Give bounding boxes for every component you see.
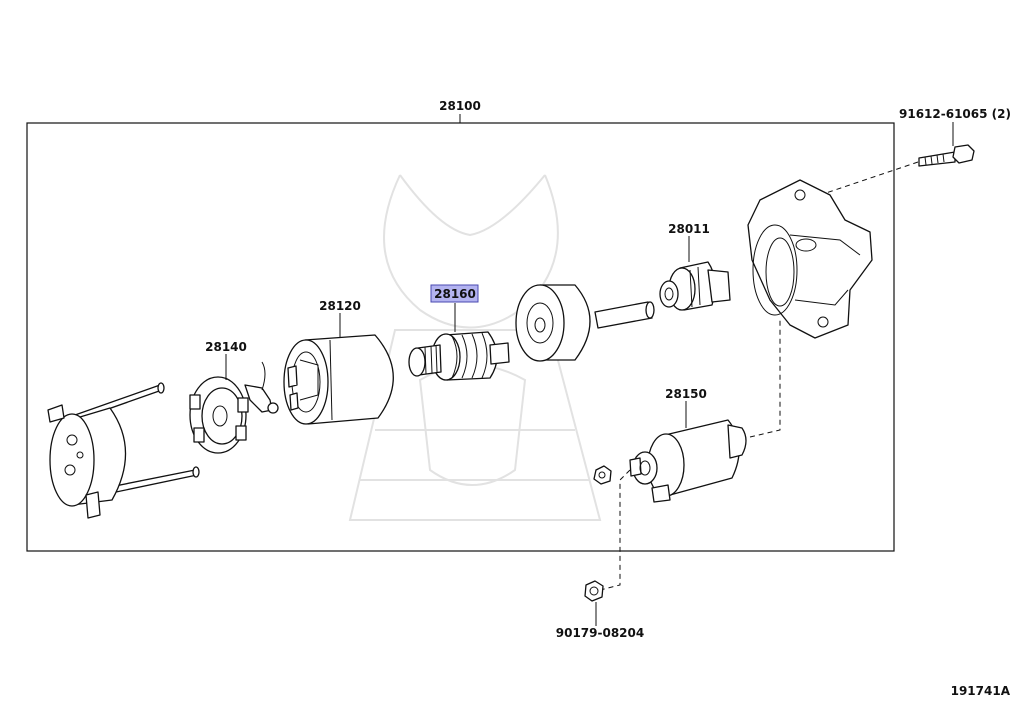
armature-callout-highlight — [430, 284, 479, 303]
solenoid-housing-dashed-line — [749, 318, 781, 438]
terminal-nut-part[interactable] — [593, 465, 612, 485]
bolt-dashed-line — [819, 161, 919, 196]
armature-part[interactable] — [408, 331, 510, 381]
bolt-part[interactable] — [918, 144, 975, 167]
diagram-id: 191741A — [951, 684, 1011, 698]
drive-pinion-callout[interactable]: 28011 — [668, 222, 710, 236]
yoke-callout[interactable]: 28120 — [319, 299, 361, 313]
assembly-part-number[interactable]: 28100 — [439, 99, 481, 113]
rear-end-frame-part[interactable] — [47, 382, 200, 519]
clutch-pulley-part[interactable] — [515, 284, 655, 362]
solenoid-part[interactable] — [629, 419, 747, 503]
bolt-callout[interactable]: 91612-61065 (2) — [899, 107, 1011, 121]
armature-callout[interactable]: 28160 — [434, 287, 476, 301]
solenoid-callout[interactable]: 28150 — [665, 387, 707, 401]
brush-holder-callout[interactable]: 28140 — [205, 340, 247, 354]
nut-dashed-line — [599, 469, 631, 591]
nut-callout[interactable]: 90179-08204 — [556, 626, 644, 640]
front-housing-part[interactable] — [747, 179, 873, 339]
nut-part[interactable] — [584, 580, 604, 602]
drive-pinion-part[interactable] — [659, 261, 731, 311]
yoke-part[interactable] — [283, 334, 394, 425]
brush-holder-part[interactable] — [189, 361, 279, 454]
